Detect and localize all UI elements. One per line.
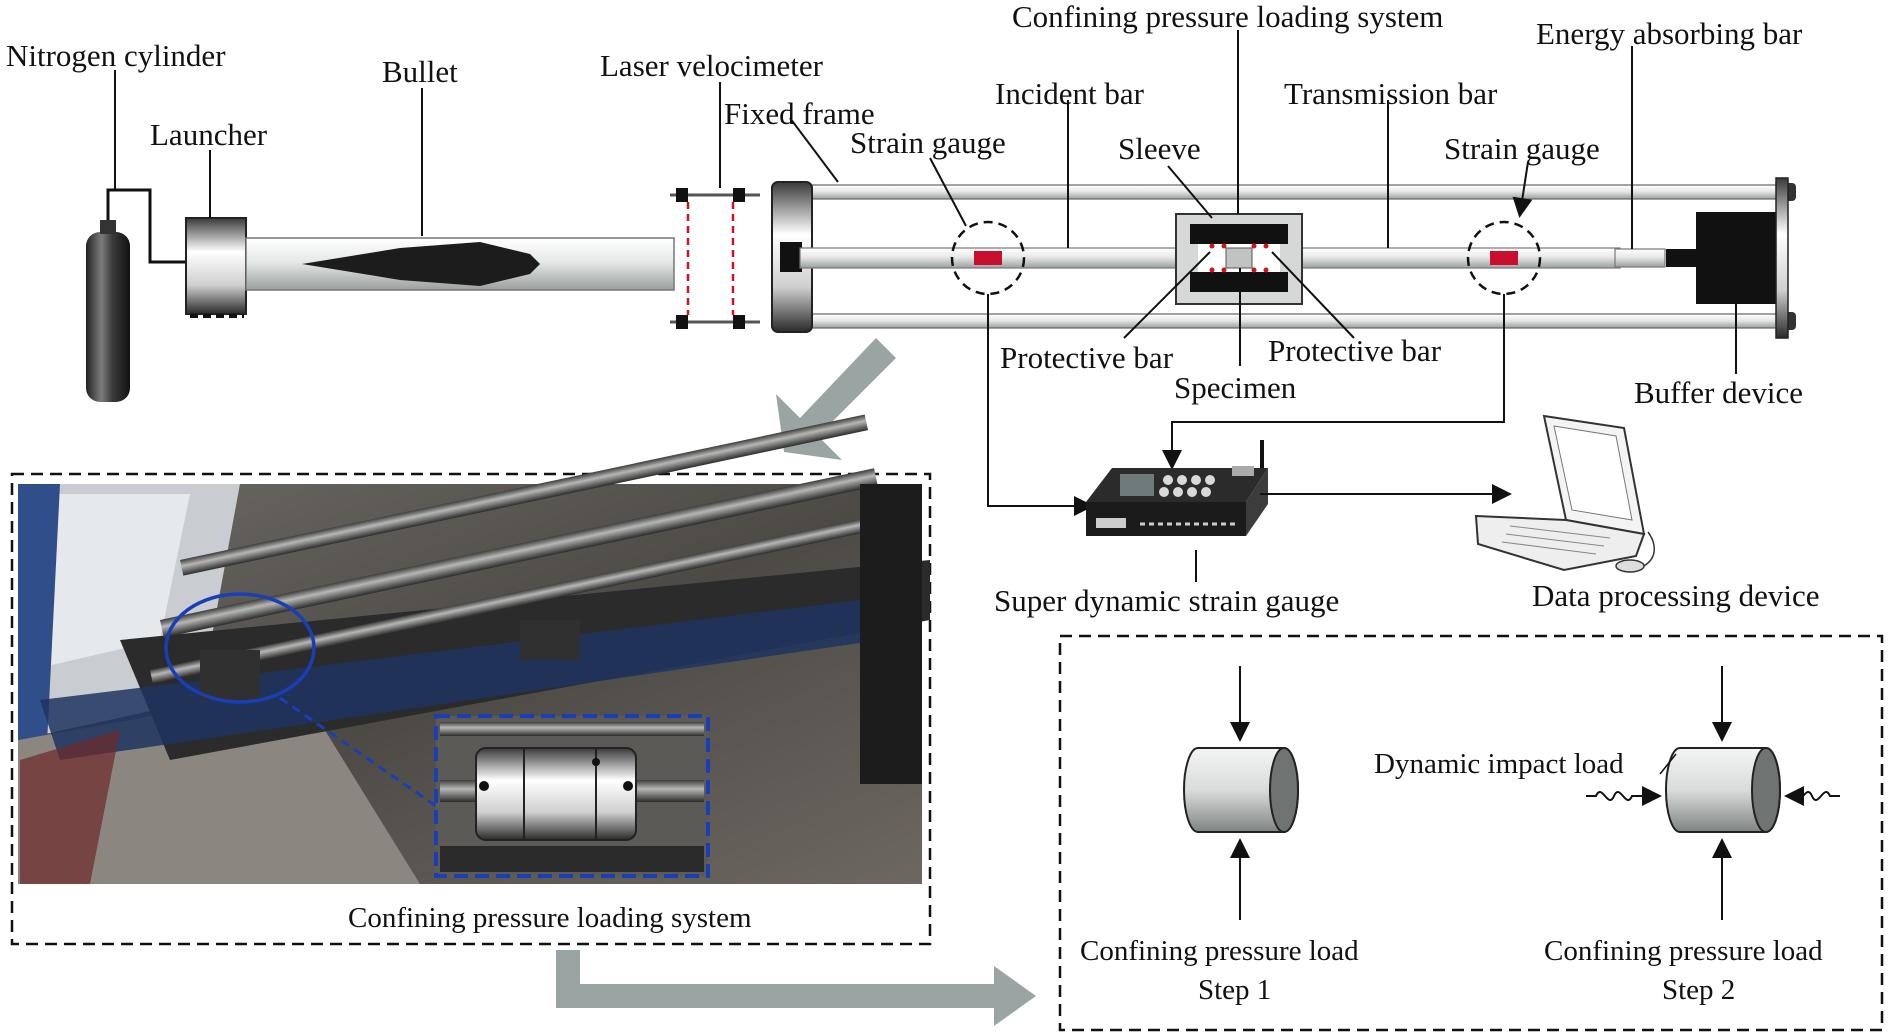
label-nitrogen-cylinder: Nitrogen cylinder [6,38,226,73]
step2-label: Step 2 [1662,974,1735,1006]
fixed-frame [771,181,813,333]
label-data-processing-device: Data processing device [1532,578,1820,613]
launcher [185,217,247,318]
step1-specimen [1183,747,1299,833]
label-buffer-device: Buffer device [1634,375,1803,410]
label-laser-velocimeter: Laser velocimeter [600,48,824,83]
lab-photo [18,414,930,884]
photo-panel: Confining pressure loading system [10,414,932,946]
photo-inset-device [434,714,710,878]
dynamic-impact-load-label: Dynamic impact load [1374,748,1624,780]
step1-load-label: Confining pressure load [1080,935,1359,967]
step2-load-label: Confining pressure load [1544,935,1823,967]
label-sleeve: Sleeve [1118,131,1201,166]
laptop-icon [1474,414,1655,573]
label-bullet: Bullet [382,54,458,89]
steps-panel: Confining pressure load Step 1 Dynamic i… [1058,634,1884,1032]
super-dynamic-strain-gauge-device [1086,440,1268,536]
step1-label: Step 1 [1198,974,1271,1006]
label-strain-gauge-left: Strain gauge [850,125,1006,160]
label-energy-absorbing-bar: Energy absorbing bar [1536,16,1803,51]
label-specimen: Specimen [1174,370,1297,405]
strain-gauge-left [950,220,1026,296]
step2-wave-right [1784,786,1840,806]
label-strain-gauge-right: Strain gauge [1444,131,1600,166]
label-confining-pressure-loading-system: Confining pressure loading system [1012,0,1443,34]
step2-specimen [1665,747,1781,833]
label-super-dynamic-strain-gauge: Super dynamic strain gauge [994,583,1339,618]
step2-wave-left [1586,786,1662,806]
label-protective-bar-left: Protective bar [1000,340,1174,375]
photo-panel-caption: Confining pressure loading system [348,902,752,934]
label-transmission-bar: Transmission bar [1284,76,1498,111]
nitrogen-cylinder [86,188,186,402]
label-incident-bar: Incident bar [995,76,1145,111]
buffer-device [1696,177,1789,339]
gray-arrow-to-steps [556,950,1036,1026]
label-protective-bar-right: Protective bar [1268,333,1442,368]
strain-gauge-right [1466,220,1542,296]
launch-tube [245,237,675,291]
label-launcher: Launcher [150,117,268,152]
label-fixed-frame: Fixed frame [724,96,875,131]
laser-velocimeter [670,188,760,329]
bullet-shape [302,242,540,286]
